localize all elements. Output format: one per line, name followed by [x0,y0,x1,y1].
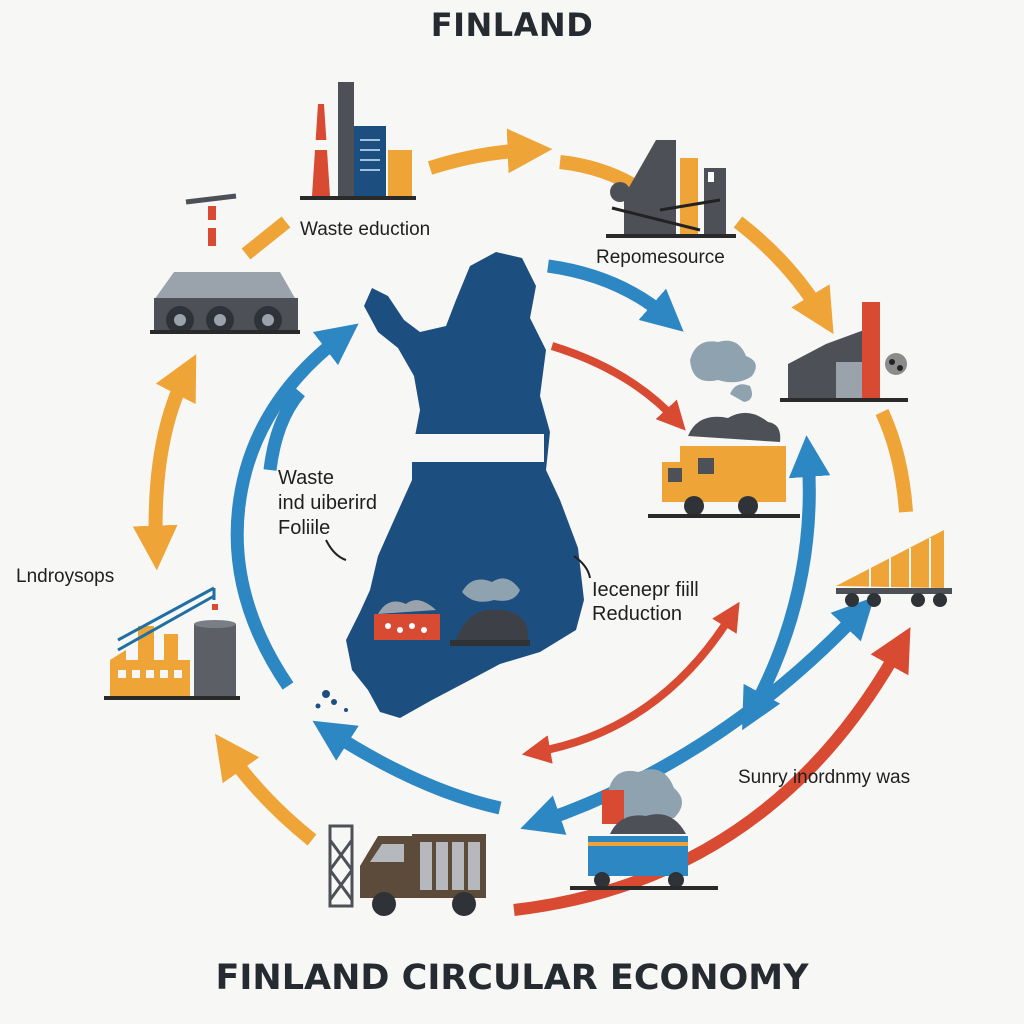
label-waste-eduction: Waste eduction [300,219,431,240]
delivery-truck-icon [328,824,486,916]
mining-vehicle-icon [150,193,300,334]
blue-arrow-bottom-right [520,596,875,835]
blue-arrow-bottom [312,720,502,815]
arrow-right-down [875,409,913,513]
pointer-right [573,555,591,579]
label-center-left-line3: Foliile [278,517,331,539]
blue-arrow-left-short [263,387,306,471]
arrow-left-vertical [132,354,197,571]
map-waste-bin-icon [374,600,440,640]
red-flow-arrows [513,342,911,916]
label-sunry-inordnmy-was: Sunry inordnmy was [738,767,911,788]
industrial-plant-icon [606,140,736,238]
label-center-right-line1: Ieceneрr fiill [592,579,699,601]
label-center-left-line1: Waste [278,467,334,489]
outer-cycle-arrows [132,128,913,846]
page-title: FINLAND [430,6,594,44]
waste-container-truck-icon [570,769,718,890]
arrow-top-left [241,216,291,260]
label-center-right-line2: Reduction [592,603,683,625]
finland-map [315,252,584,718]
conveyor-trailer-icon [836,530,952,607]
label-center-left-line2: ind uiberird [278,492,377,514]
smokestack-factory-icon [780,302,908,402]
map-waste-pile-icon [450,578,530,646]
dump-truck-icon [648,340,800,518]
label-lndroysops: Lndroysops [16,566,115,587]
blue-arrow-top [547,259,684,332]
factory-icon [300,82,416,200]
red-arrow-middle [521,601,740,764]
map-stripe [410,434,544,462]
archipelago [315,493,439,712]
footer-title: FINLAND CIRCULAR ECONOMY [215,958,809,998]
crane-factory-icon [104,586,240,700]
label-center-left: Waste ind uiberird Foliile [278,466,377,541]
label-repomesource: Repomesource [596,247,725,268]
red-arrow-bottom [513,627,911,916]
arrow-right-upper [733,216,834,335]
pointer-left [325,539,347,561]
arrow-bottom-left [215,733,317,846]
blue-arrow-left-up [230,323,359,690]
arrow-top [427,128,553,175]
label-center-right: Ieceneрr fiill Reduction [592,578,699,626]
red-arrow-top [550,342,686,431]
